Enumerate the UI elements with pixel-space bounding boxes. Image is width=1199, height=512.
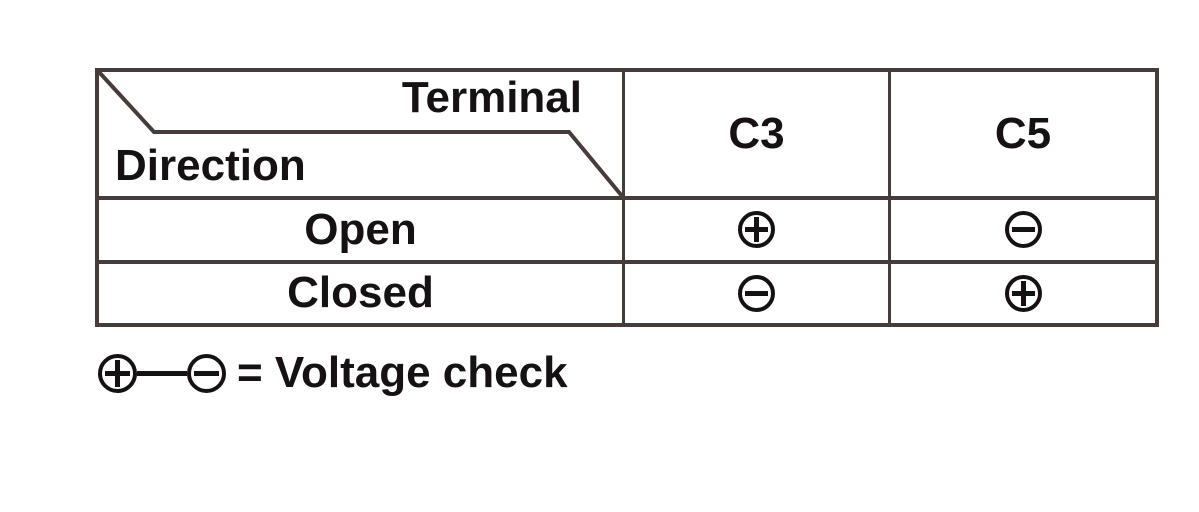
- column-header-c5: C5: [888, 72, 1155, 196]
- minus-icon: [1004, 211, 1042, 249]
- voltage-check-table: Terminal Direction C3 C5 Open Closed: [95, 68, 1159, 327]
- legend-connector-line: [137, 370, 187, 376]
- cell-closed-c3: [622, 263, 888, 323]
- diagonal-divider-line: [99, 72, 622, 196]
- minus-icon: [187, 353, 226, 393]
- row-label-closed: Closed: [287, 268, 434, 318]
- table-row-open: Open: [99, 196, 1155, 260]
- legend: = Voltage check: [98, 350, 568, 396]
- terminal-header-label: Terminal: [401, 73, 582, 122]
- direction-header-label: Direction: [115, 141, 306, 190]
- cell-open-c3: [622, 200, 888, 260]
- legend-text: = Voltage check: [237, 348, 568, 397]
- plus-icon: [98, 353, 137, 393]
- cell-closed-c5: [888, 263, 1155, 323]
- corner-header-cell: Terminal Direction: [99, 72, 622, 196]
- plus-icon: [738, 211, 775, 249]
- minus-icon: [738, 274, 775, 312]
- table-header-row: Terminal Direction C3 C5: [99, 72, 1155, 196]
- row-label-open: Open: [304, 204, 417, 254]
- cell-open-c5: [888, 200, 1155, 260]
- plus-icon: [1004, 274, 1042, 312]
- column-header-c3: C3: [622, 72, 888, 196]
- table-row-closed: Closed: [99, 259, 1155, 323]
